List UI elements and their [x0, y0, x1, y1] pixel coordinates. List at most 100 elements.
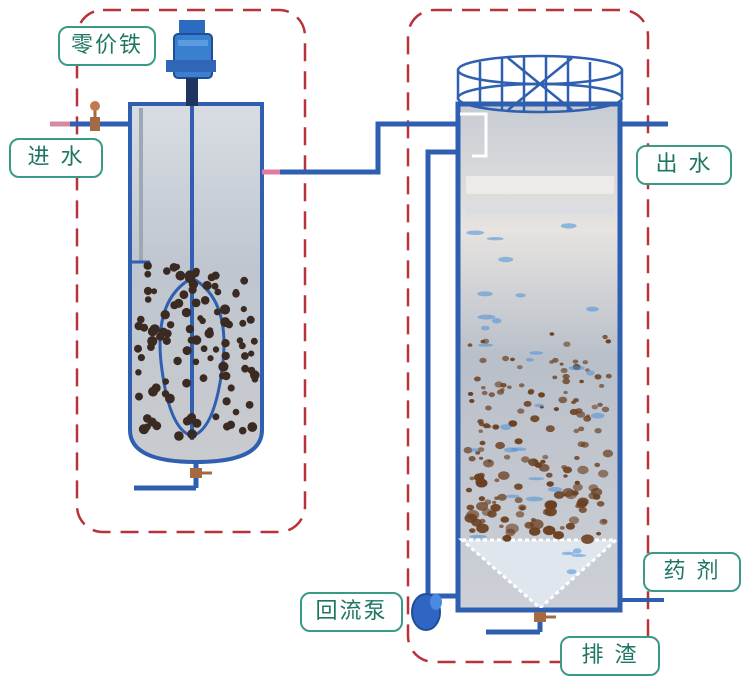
sludge-floc [517, 408, 525, 414]
slag-pipe [486, 608, 556, 635]
water-ripple [566, 569, 577, 575]
iron-particle [173, 263, 181, 270]
water-ripple [528, 477, 545, 481]
iron-particle [143, 286, 153, 296]
sludge-floc [560, 367, 568, 374]
sludge-floc [569, 408, 579, 416]
sludge-floc [481, 390, 488, 396]
water-ripple [560, 223, 577, 229]
sludge-floc [500, 516, 510, 523]
iron-particle [163, 267, 171, 275]
iron-particle [135, 392, 143, 401]
sludge-floc [562, 373, 570, 380]
sludge-floc [479, 518, 486, 524]
iron-particle [221, 339, 230, 348]
sludge-floc [503, 454, 511, 460]
water-ripple [477, 314, 496, 320]
label-slag-discharge: 排 渣 [560, 636, 660, 676]
iron-particle [175, 270, 186, 281]
iron-particle [219, 304, 231, 315]
sludge-floc [546, 481, 554, 487]
sludge-floc [502, 534, 512, 542]
water-ripple [586, 306, 599, 312]
iron-particle [181, 307, 192, 318]
label-zero-valent-iron: 零价铁 [58, 26, 156, 66]
sludge-floc [545, 425, 555, 433]
water-ripple [470, 448, 480, 452]
sludge-floc [495, 441, 505, 450]
stirrer-motor [166, 20, 216, 106]
sludge-floc [559, 526, 565, 530]
iron-particle [200, 296, 210, 305]
water-ripple [486, 237, 504, 241]
iron-particle [187, 429, 198, 439]
sludge-floc [479, 456, 484, 460]
sludge-floc [542, 525, 556, 536]
iron-particle [162, 336, 171, 345]
top-guardrail [456, 54, 624, 114]
iron-particle [144, 296, 152, 303]
label-reflux-pump: 回流泵 [300, 592, 403, 632]
sludge-floc [605, 339, 612, 344]
sludge-floc [552, 375, 558, 380]
sludge-floc [574, 455, 580, 461]
iron-particle [220, 317, 231, 328]
settling-tank-frame [406, 8, 650, 664]
sludge-floc [594, 374, 602, 380]
sludge-floc [500, 388, 505, 392]
iron-particle [147, 343, 155, 351]
sludge-floc [530, 519, 544, 530]
iron-particle [161, 390, 170, 398]
sludge-floc [588, 492, 598, 500]
sludge-floc [483, 459, 494, 468]
iron-particle [214, 288, 222, 296]
sludge-floc [578, 426, 585, 432]
water-ripple [547, 487, 563, 492]
iron-particle [152, 421, 162, 431]
water-ripple [590, 412, 605, 419]
sludge-floc [546, 500, 557, 509]
sludge-floc [521, 456, 530, 463]
sludge-floc [464, 513, 478, 523]
sludge-floc [538, 392, 545, 398]
water-ripple [515, 293, 526, 298]
iron-particle [173, 356, 182, 366]
water-ripple [505, 494, 520, 498]
water-ripple [534, 403, 544, 408]
sludge-floc [475, 451, 481, 455]
iron-particle [162, 378, 169, 385]
sludge-floc [549, 332, 555, 336]
sludge-flocs [463, 332, 614, 544]
sludge-floc [602, 449, 614, 458]
sludge-floc [508, 420, 518, 427]
iron-particle [191, 298, 201, 308]
water-ripple [572, 548, 582, 554]
water-ripples [466, 223, 605, 575]
sludge-floc [596, 531, 602, 536]
sludge-floc [514, 497, 523, 504]
sludge-floc [469, 399, 475, 403]
sludge-floc [479, 357, 487, 364]
iron-particle [188, 285, 197, 294]
sludge-floc [562, 466, 573, 474]
water-ripple [469, 534, 487, 539]
sludge-floc [533, 459, 538, 464]
water-ripple [477, 343, 494, 347]
iron-particle [192, 358, 200, 366]
sludge-floc [562, 378, 571, 385]
sludge-floc [575, 504, 581, 509]
sludge-floc [559, 362, 564, 366]
iron-particle [207, 273, 216, 282]
iron-particle [202, 280, 212, 291]
iron-particle [134, 344, 142, 353]
sludge-floc [577, 465, 589, 475]
water-ripple [525, 358, 534, 362]
iron-particle [247, 422, 258, 432]
water-ripple [561, 551, 575, 556]
iron-particle [179, 290, 189, 300]
water-ripple [504, 447, 518, 453]
sludge-floc [474, 376, 481, 382]
sludge-floc [585, 414, 591, 418]
sludge-floc [480, 339, 486, 344]
